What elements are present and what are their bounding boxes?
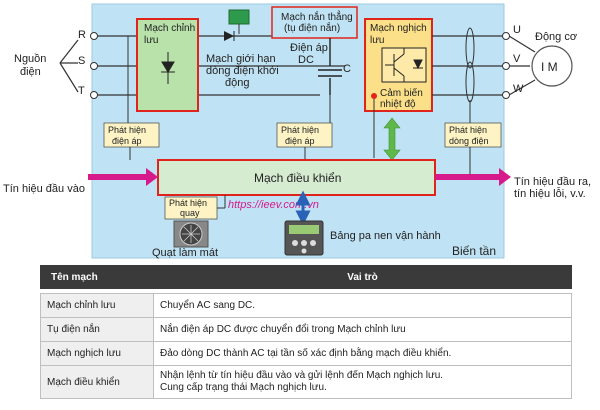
smoothing-label: Mạch nắn thẳng (tụ điện nắn) <box>281 10 356 34</box>
control-circuit-block <box>157 159 436 196</box>
table-row: Mạch chỉnh lưu Chuyển AC sang DC. <box>40 293 572 318</box>
power-source-line-1: Nguồn <box>14 53 46 65</box>
voltage-detect-label-1: Phát hiện điện áp <box>108 125 149 146</box>
temp-sensor-label: Cảm biến nhiệt độ <box>380 87 426 110</box>
phase-label-r: R <box>78 29 86 41</box>
cooling-fan-icon <box>173 220 209 248</box>
input-signal-label: Tín hiệu đầu vào <box>3 183 85 195</box>
phase-label-t: T <box>78 85 85 97</box>
rectifier-label: Mạch chỉnh lưu <box>144 22 198 46</box>
inverter-circuit-label: Mạch nghịch lưu <box>370 23 429 46</box>
current-limit-diode-icon <box>224 31 234 41</box>
operation-panel-label: Bảng pa nen vận hành <box>330 230 441 242</box>
row-role: Chuyển AC sang DC. <box>153 293 572 318</box>
output-terminals <box>502 32 510 99</box>
current-detect-box <box>444 122 502 148</box>
table-header-row: Tên mạch Vai trò <box>40 265 572 289</box>
relay-icon <box>228 9 250 25</box>
operation-panel-icon <box>284 220 324 256</box>
input-terminals <box>90 32 98 99</box>
dc-voltage-label: Điện áp DC <box>290 42 331 66</box>
temp-sensor-dot <box>371 93 377 99</box>
phase-label-s: S <box>78 55 85 67</box>
capacitor-icon <box>318 38 342 95</box>
power-source-line-2: điện <box>20 66 41 78</box>
capacitor-label: C <box>343 63 351 75</box>
inverter-block-diagram: Nguồn điện R S T Mạch chỉnh lưu Mạch giớ… <box>3 3 594 259</box>
rectifier-diode-icon <box>161 52 175 84</box>
header-role: Vai trò <box>153 265 572 289</box>
table-row: Mạch nghịch lưu Đảo dòng DC thành AC tại… <box>40 341 572 366</box>
voltage-detect-box-2 <box>276 122 333 148</box>
control-circuit-label: Mạch điều khiển <box>254 171 341 185</box>
row-circuit-name: Mạch điều khiển <box>40 365 154 399</box>
output-lines <box>432 35 536 96</box>
current-sensor-icon <box>465 27 475 123</box>
inverter-device-label: Biến tần <box>452 244 496 258</box>
current-detect-label: Phát hiện dòng điện <box>449 125 490 146</box>
row-role: Đảo dòng DC thành AC tại tần số xác định… <box>153 341 572 366</box>
row-circuit-name: Mạch chỉnh lưu <box>40 293 154 318</box>
phase-label-v: V <box>513 53 521 65</box>
table-row: Tụ điện nắn Nắn điện áp DC được chuyển đ… <box>40 317 572 342</box>
motor-symbol: I M <box>541 60 558 74</box>
motor-icon <box>531 45 573 87</box>
phase-label-w: W <box>513 83 524 95</box>
output-signal-arrow <box>435 168 511 186</box>
transistor-icon <box>381 47 427 83</box>
circuit-role-table: Tên mạch Vai trò Mạch chỉnh lưu Chuyển A… <box>40 265 572 399</box>
rotation-detect-label: Phát hiện quay <box>169 198 210 218</box>
voltage-detect-label-2: Phát hiện điện áp <box>281 125 322 146</box>
row-circuit-name: Mạch nghịch lưu <box>40 341 154 366</box>
row-circuit-name: Tụ điện nắn <box>40 317 154 342</box>
input-lines <box>59 35 345 96</box>
row-role: Nắn điện áp DC được chuyển đổi trong Mạc… <box>153 317 572 342</box>
cooling-fan-label: Quạt làm mát <box>152 247 218 259</box>
table-row: Mạch điều khiển Nhận lệnh từ tín hiệu đầ… <box>40 365 572 399</box>
row-role: Nhận lệnh từ tín hiệu đầu vào và gửi lện… <box>153 365 572 399</box>
voltage-detect-box-1 <box>103 122 160 148</box>
output-signal-label: Tín hiệu đầu ra, tín hiệu lỗi, v.v. <box>514 176 594 200</box>
power-source-label: Nguồn điện <box>14 53 49 78</box>
phase-label-u: U <box>513 24 521 36</box>
motor-label: Động cơ <box>535 31 577 43</box>
current-limit-label: Mạch giới hạn dòng điện khởi động <box>206 53 282 89</box>
smoothing-block <box>271 6 358 39</box>
header-circuit-name: Tên mạch <box>40 265 154 289</box>
watermark: https://ieev.com.vn <box>228 199 319 211</box>
input-signal-arrow <box>88 168 158 186</box>
